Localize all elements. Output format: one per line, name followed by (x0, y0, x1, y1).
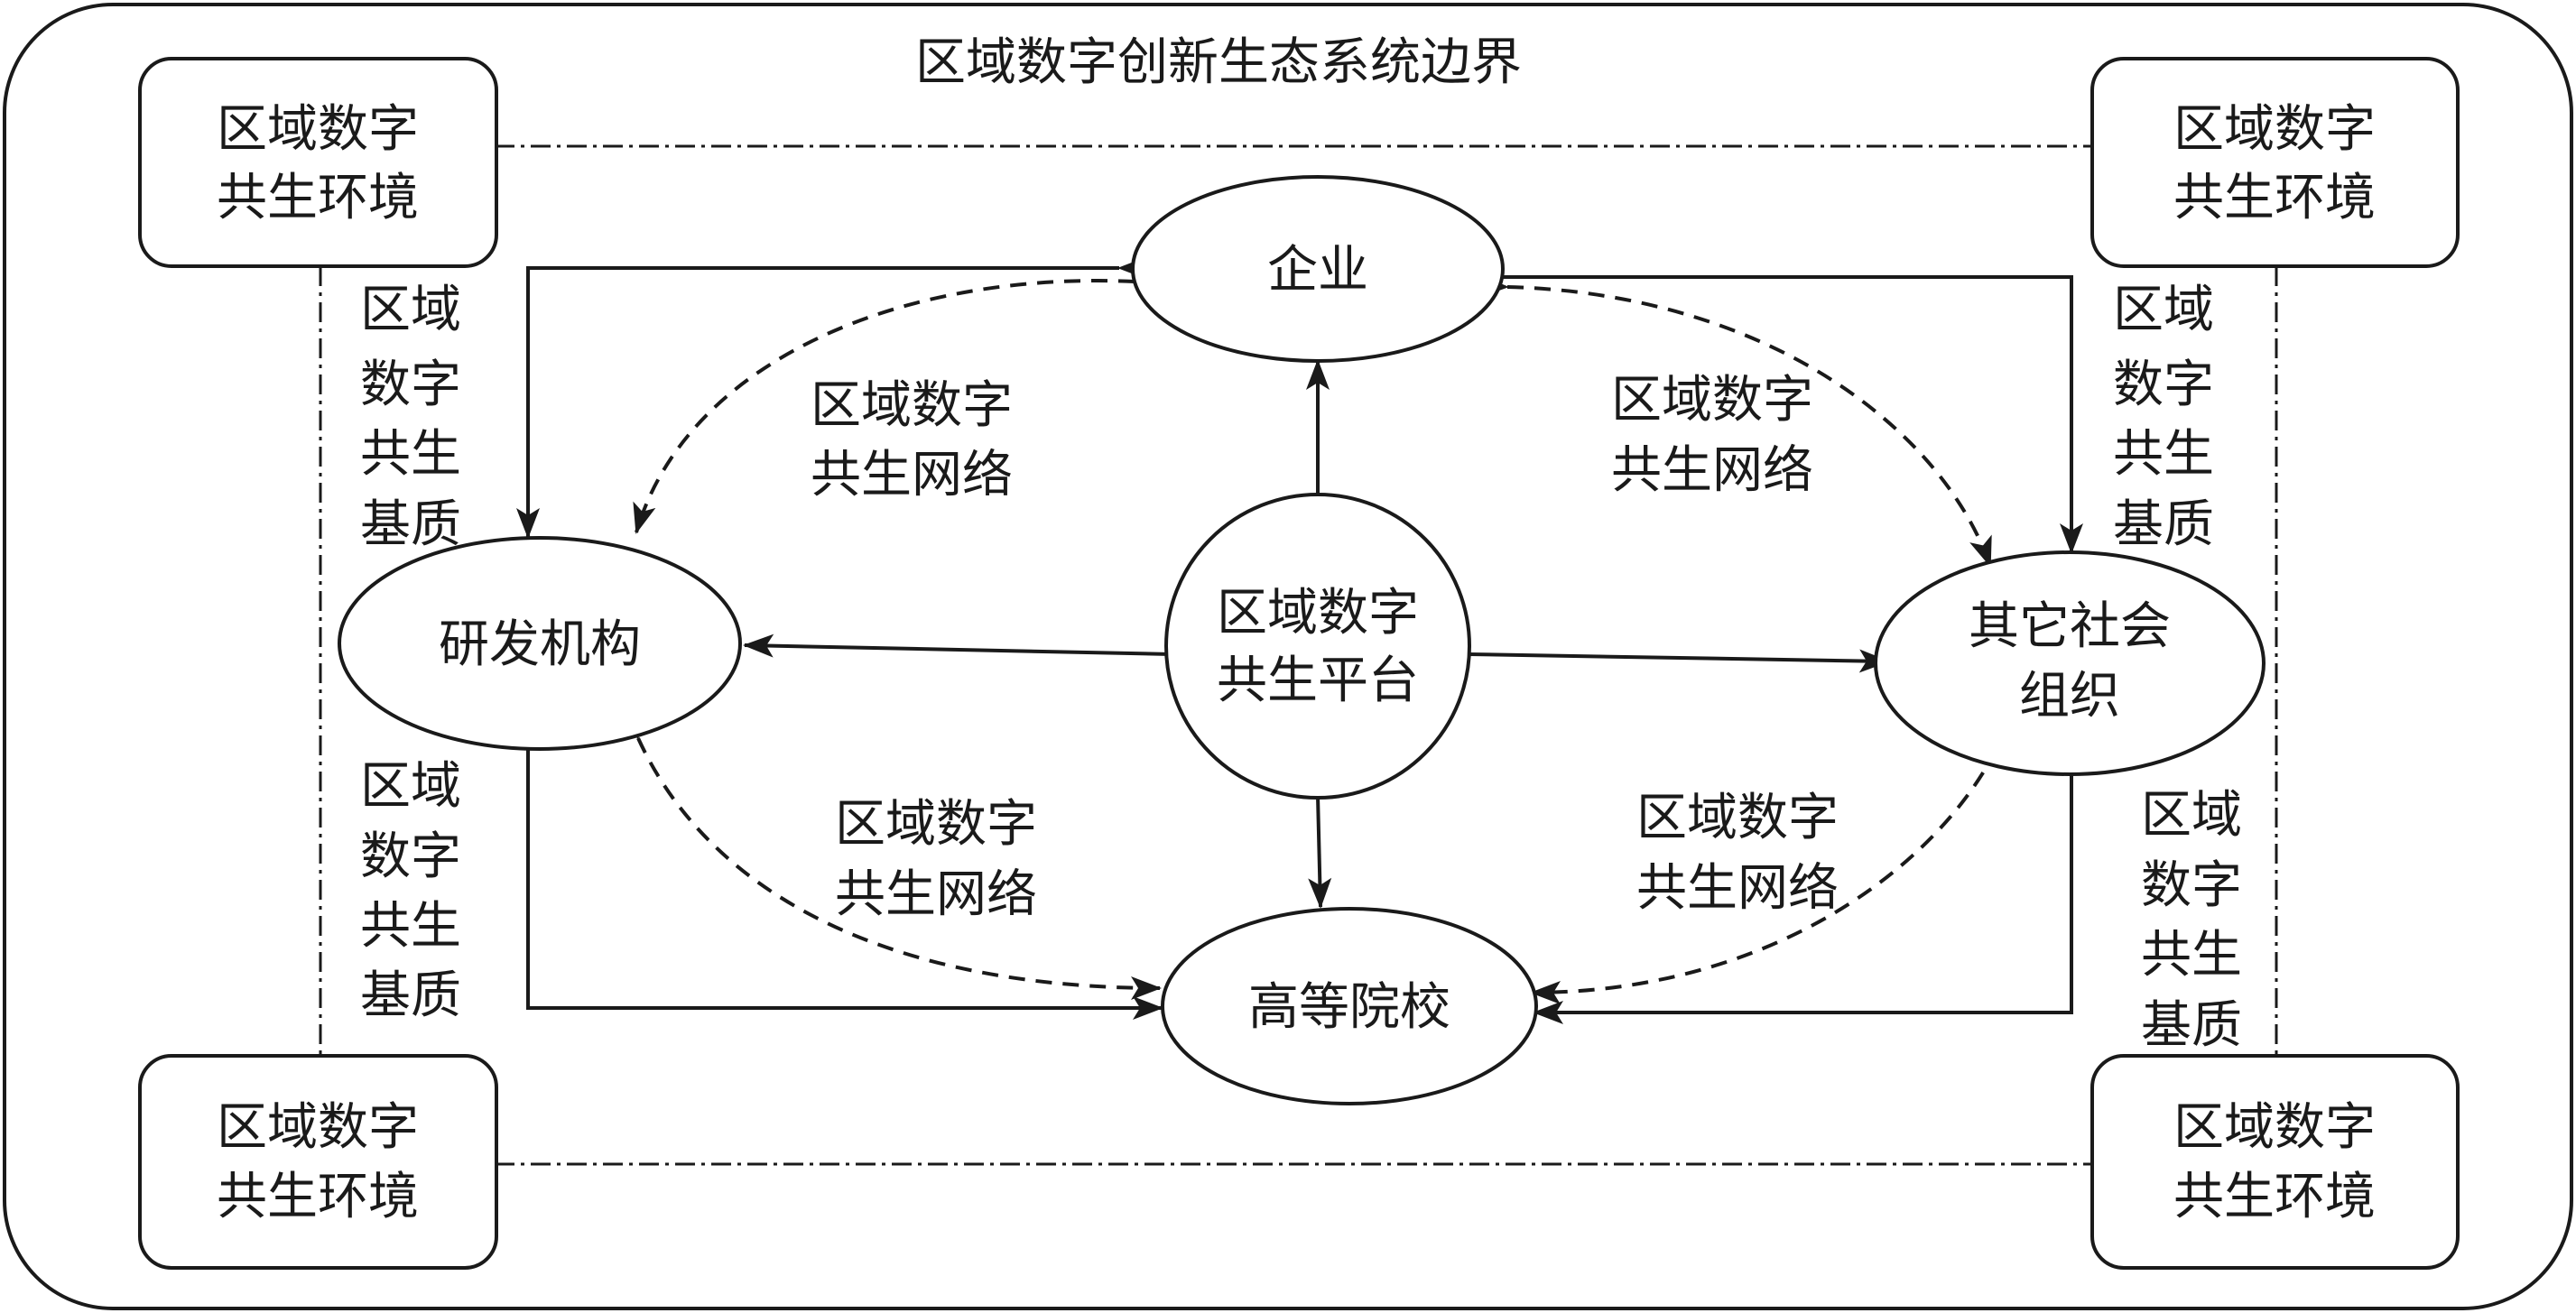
network-line: 区域数字 (835, 795, 1037, 854)
node-platform: 区域数字 共生平台 (1164, 493, 1471, 800)
environment-box-bottom-left: 区域数字 共生环境 (138, 1054, 498, 1270)
network-line: 区域数字 (1636, 789, 1839, 847)
substrate-line: 基质 (360, 966, 461, 1025)
network-label-bottom-left: 区域数字 共生网络 (835, 795, 1037, 924)
substrate-line: 区域 (2113, 281, 2214, 339)
arrow-enterprise-research (516, 256, 1148, 539)
node-label: 研发机构 (439, 615, 641, 674)
substrate-line: 基质 (2113, 495, 2214, 554)
arrow-platform-social (1469, 649, 1890, 673)
node-label: 企业 (1267, 241, 1368, 300)
node-enterprise: 企业 (1131, 175, 1505, 363)
substrate-line: 基质 (2141, 996, 2242, 1055)
network-label-top-left: 区域数字 共生网络 (811, 376, 1013, 504)
environment-label-line2: 共生环境 (217, 169, 419, 227)
environment-label-line1: 区域数字 (217, 1098, 419, 1157)
environment-label-line1: 区域数字 (2173, 100, 2376, 159)
substrate-line: 共生 (2141, 926, 2242, 985)
arrow-social-university (1533, 744, 2083, 1024)
network-label-top-right: 区域数字 共生网络 (1611, 371, 1813, 500)
substrate-line: 数字 (2113, 356, 2214, 414)
substrate-line: 共生 (360, 425, 461, 484)
substrate-line: 数字 (2141, 856, 2242, 915)
network-line: 共生网络 (811, 446, 1013, 504)
environment-label-line2: 共生环境 (2173, 169, 2376, 227)
environment-label-line1: 区域数字 (2173, 1098, 2376, 1157)
environment-box-top-right: 区域数字 共生环境 (2090, 57, 2460, 268)
node-label-line1: 其它社会 (1969, 597, 2171, 656)
node-university: 高等院校 (1161, 907, 1538, 1105)
arrow-platform-research (743, 633, 1172, 658)
network-arrow-enterprise-research (633, 271, 1164, 534)
network-arrows (615, 271, 2021, 1004)
substrate-line: 区域 (360, 757, 461, 816)
environment-frame (319, 144, 2278, 1166)
substrate-line: 共生 (360, 897, 461, 956)
network-line: 共生网络 (1611, 441, 1813, 500)
environment-label-line1: 区域数字 (217, 100, 419, 159)
network-arrow-social-university (1530, 717, 2021, 1004)
node-label-line2: 组织 (2019, 667, 2120, 726)
network-arrow-enterprise-social (1478, 274, 1992, 568)
substrate-label-top-left: 区域 数字 共生 基质 (360, 281, 461, 554)
network-line: 共生网络 (1636, 859, 1839, 918)
substrate-line: 共生 (2113, 425, 2214, 484)
substrate-label-top-right: 区域 数字 共生 基质 (2113, 281, 2214, 554)
arrow-platform-university (1308, 795, 1332, 909)
substrate-line: 基质 (360, 495, 461, 554)
substrate-line: 区域 (2141, 786, 2242, 845)
ecosystem-boundary (3, 3, 2573, 1310)
network-line: 共生网络 (835, 865, 1037, 924)
network-line: 区域数字 (811, 376, 1013, 435)
substrate-label-bottom-right: 区域 数字 共生 基质 (2141, 786, 2242, 1055)
node-research: 研发机构 (338, 536, 742, 751)
environment-label-line2: 共生环境 (217, 1168, 419, 1226)
platform-arrows (743, 359, 1890, 909)
network-line: 区域数字 (1611, 371, 1813, 430)
arrow-research-university (516, 720, 1163, 1020)
environment-box-top-left: 区域数字 共生环境 (138, 57, 498, 268)
network-arrow-research-university (615, 707, 1162, 1000)
node-social: 其它社会 组织 (1874, 550, 2266, 776)
substrate-line: 数字 (360, 828, 461, 886)
node-label-line1: 区域数字 (1217, 584, 1419, 643)
substrate-label-bottom-left: 区域 数字 共生 基质 (360, 757, 461, 1025)
boundary-title: 区域数字创新生态系统边界 (915, 33, 1522, 92)
substrate-line: 数字 (360, 356, 461, 414)
node-label: 高等院校 (1248, 978, 1450, 1037)
network-label-bottom-right: 区域数字 共生网络 (1636, 789, 1839, 918)
environment-label-line2: 共生环境 (2173, 1168, 2376, 1226)
environment-box-bottom-right: 区域数字 共生环境 (2090, 1054, 2460, 1270)
substrate-line: 区域 (360, 281, 461, 339)
node-label-line2: 共生平台 (1217, 652, 1419, 710)
